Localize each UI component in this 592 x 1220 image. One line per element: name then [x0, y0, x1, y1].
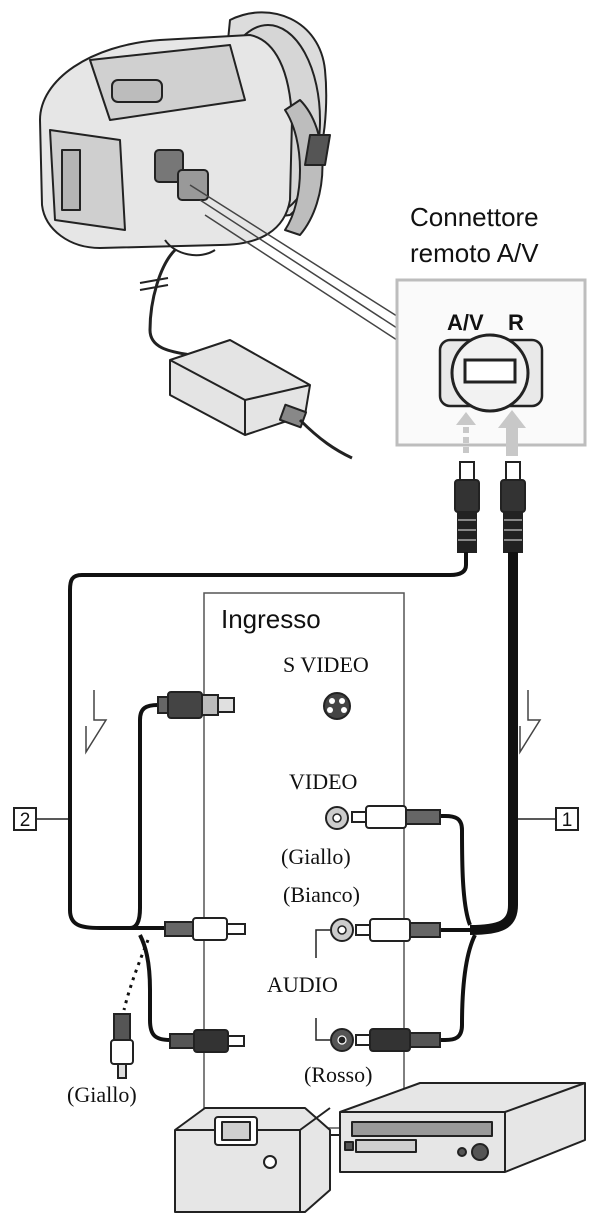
- connector-title-line2: remoto A/V: [410, 238, 539, 268]
- s-video-plug: [157, 691, 235, 719]
- s-video-label: S VIDEO: [283, 652, 369, 677]
- plug-arrows: [456, 410, 526, 456]
- video-color-label: (Giallo): [281, 844, 351, 869]
- ac-adaptor: [169, 339, 353, 460]
- audio-left-jack: [330, 918, 354, 942]
- input-panel-title: Ingresso: [221, 604, 321, 634]
- loose-plug-color-label: (Giallo): [67, 1082, 137, 1107]
- rca-plug-audio-left: [355, 918, 441, 942]
- camcorder-illustration: [39, 11, 331, 257]
- audio-label: AUDIO: [267, 972, 338, 997]
- camcorder-to-connector-lines: [189, 184, 401, 343]
- video-label: VIDEO: [289, 769, 357, 794]
- port-label-av: A/V: [447, 310, 484, 335]
- rca-plug-left-white: [164, 917, 246, 941]
- cable-2: [68, 552, 468, 930]
- audio-bracket: [315, 929, 330, 1041]
- cable-1-split: [440, 814, 477, 1042]
- vcr-device: [339, 1082, 586, 1173]
- cable-1-number: 1: [562, 810, 573, 831]
- cable-2-split: [120, 703, 171, 1042]
- loose-plug-dotted-line: [122, 939, 150, 1011]
- audio-right-color-label: (Rosso): [304, 1062, 372, 1087]
- cable-2-number: 2: [20, 810, 31, 831]
- r-plug: [500, 461, 526, 553]
- port-label-r: R: [508, 310, 524, 335]
- connector-title-line1: Connettore: [410, 202, 539, 232]
- cable-1-marker: 1: [518, 807, 579, 831]
- audio-left-color-label: (Bianco): [283, 882, 360, 907]
- rca-plug-audio-right: [355, 1028, 441, 1052]
- video-jack: [325, 806, 349, 830]
- av-plug: [454, 461, 480, 553]
- rca-plug-left-red: [169, 1029, 245, 1053]
- dvd-writer-device: [174, 1107, 331, 1213]
- cable-1: [469, 552, 518, 935]
- connector-callout: Connettore remoto A/V A/V R: [395, 202, 587, 447]
- audio-right-jack: [330, 1028, 354, 1052]
- flow-arrow-left: [85, 690, 108, 755]
- loose-yellow-plug: [110, 1013, 134, 1079]
- s-video-jack: [323, 692, 351, 720]
- cable-2-marker: 2: [13, 807, 68, 831]
- flow-arrow-right: [519, 690, 542, 755]
- power-cable: [148, 248, 191, 357]
- rca-plug-video: [351, 805, 441, 829]
